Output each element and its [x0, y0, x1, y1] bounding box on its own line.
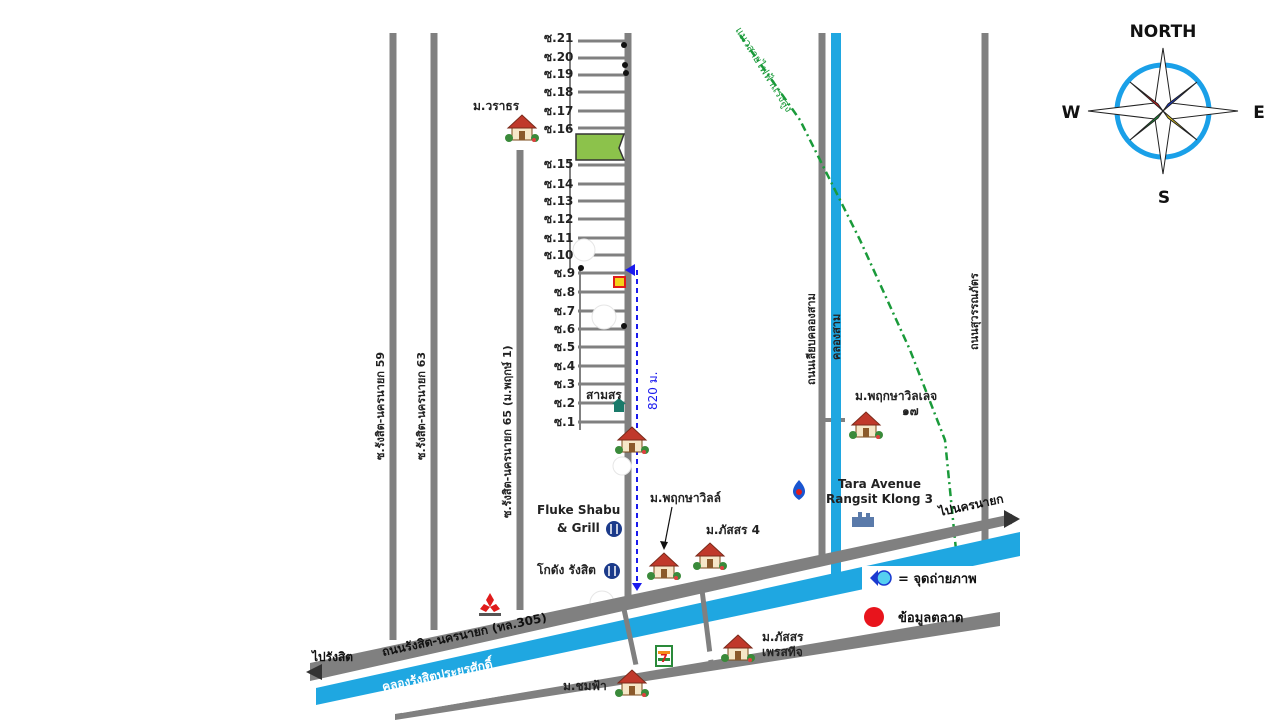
pointer-line: [663, 506, 673, 549]
compass-rose: NORTH S W E: [1062, 22, 1265, 208]
house-icon: [692, 542, 728, 571]
place-pruksa-village-no: ๑๗: [902, 404, 919, 418]
soi-label: ซ.2: [554, 396, 575, 410]
vertical-road-labels: ซ.รังสิต-นครนายก 59 ซ.รังสิต-นครนายก 63 …: [374, 273, 982, 518]
seven-eleven-text: 7: [660, 652, 668, 665]
canal-label-khlong-sam: คลองสาม: [830, 314, 843, 360]
soi-label: ซ.19: [544, 67, 573, 81]
place-pruksa-village: ม.พฤกษาวิลเลจ: [855, 389, 937, 403]
samsorn-icon: [612, 398, 626, 412]
legend-photo-point: = จุดถ่ายภาพ: [898, 572, 977, 587]
gas-station-icon: [792, 480, 806, 500]
soi-label: ซ.1: [554, 415, 575, 429]
house-icon: [720, 634, 756, 663]
soi-label: ซ.12: [544, 212, 573, 226]
place-passorn4: ม.ภัสสร 4: [706, 523, 760, 537]
soi-label: ซ.13: [544, 194, 573, 208]
house-icon: [504, 114, 540, 143]
house-icon: [614, 426, 650, 455]
soi-label: ซ.7: [554, 304, 575, 318]
market-marker: [613, 276, 626, 288]
place-tara-line1: Tara Avenue: [838, 477, 921, 491]
place-fluke-line1: Fluke Shabu: [537, 503, 620, 517]
place-pruksa-ville: ม.พฤกษาวิลล์: [650, 491, 721, 505]
compass-east: E: [1253, 103, 1265, 123]
compass-north: NORTH: [1130, 22, 1197, 42]
road-label-right: ถนนสุวรรณภัตร: [968, 273, 982, 350]
building-icon: [852, 512, 874, 527]
soi-label: ซ.5: [554, 340, 575, 354]
to-nakhon-nayok-label: ไปนครนายก: [936, 491, 1005, 520]
place-passorn-prestige-line2: เพรสทีจ: [762, 645, 803, 659]
distance-arrow: 820 ม.: [625, 264, 660, 591]
soi-label: ซ.21: [544, 31, 573, 45]
soi-label: ซ.3: [554, 377, 575, 391]
soi-label: ซ.18: [544, 85, 573, 99]
restaurant-icon: [606, 521, 622, 537]
road-label-soi-65: ซ.รังสิต-นครนายก 65 (ม.พฤกษ์ 1): [501, 345, 514, 518]
restaurant-icon: [604, 563, 620, 579]
soi-label: ซ.16: [544, 122, 573, 136]
road-label-soi-59: ซ.รังสิต-นครนายก 59: [374, 352, 387, 460]
place-samsorn: สามสร: [586, 388, 622, 402]
mitsubishi-logo: [479, 593, 501, 616]
place-chomfa: ม.ชมฟ้า: [563, 679, 607, 693]
distance-label: 820 ม.: [646, 372, 660, 410]
road-label-soi-63: ซ.รังสิต-นครนายก 63: [415, 352, 428, 460]
house-icon: [848, 411, 884, 440]
place-fluke-line2: & Grill: [557, 521, 600, 535]
place-passorn-prestige-line1: ม.ภัสสร: [762, 630, 804, 644]
soi-label: ซ.9: [554, 266, 575, 280]
place-kodang: โกดัง รังสิต: [536, 562, 596, 577]
house-icon: [646, 552, 682, 581]
to-rangsit-label: ไปรังสิต: [310, 649, 353, 664]
compass-south: S: [1158, 188, 1170, 208]
soi-label: ซ.11: [544, 231, 573, 245]
land-plot: [575, 133, 626, 161]
pointer-head: [660, 541, 668, 550]
soi-label: ซ.10: [544, 248, 573, 262]
seven-eleven-logo: 7: [655, 645, 673, 667]
road-label-khlong-sam-road: ถนนเลียบคลองสาม: [805, 293, 818, 385]
soi-branches: [569, 33, 628, 430]
legend: = จุดถ่ายภาพ ข้อมูลตลาด: [862, 566, 1007, 627]
soi-label: ซ.14: [544, 177, 573, 191]
soi-labels: ซ.21 ซ.20 ซ.19 ซ.18 ซ.17 ซ.16 ซ.15 ซ.14 …: [544, 31, 575, 429]
soi-label: ซ.4: [554, 359, 575, 373]
south-roads: [395, 589, 1000, 720]
soi-label: ซ.20: [544, 50, 573, 64]
soi-label: ซ.6: [554, 322, 575, 336]
soi-label: ซ.15: [544, 157, 573, 171]
khlong-sam-canal: [831, 33, 841, 578]
legend-market-info: ข้อมูลตลาด: [898, 610, 963, 626]
compass-west: W: [1062, 103, 1081, 123]
market-dot: [864, 607, 884, 627]
soi-label: ซ.8: [554, 285, 575, 299]
soi-label: ซ.17: [544, 104, 573, 118]
place-warathorn: ม.วราธร: [473, 99, 520, 113]
place-tara-line2: Rangsit Klong 3: [826, 492, 933, 506]
power-line-label: แนวสายไฟฟ้าแรงสูง: [732, 25, 795, 115]
